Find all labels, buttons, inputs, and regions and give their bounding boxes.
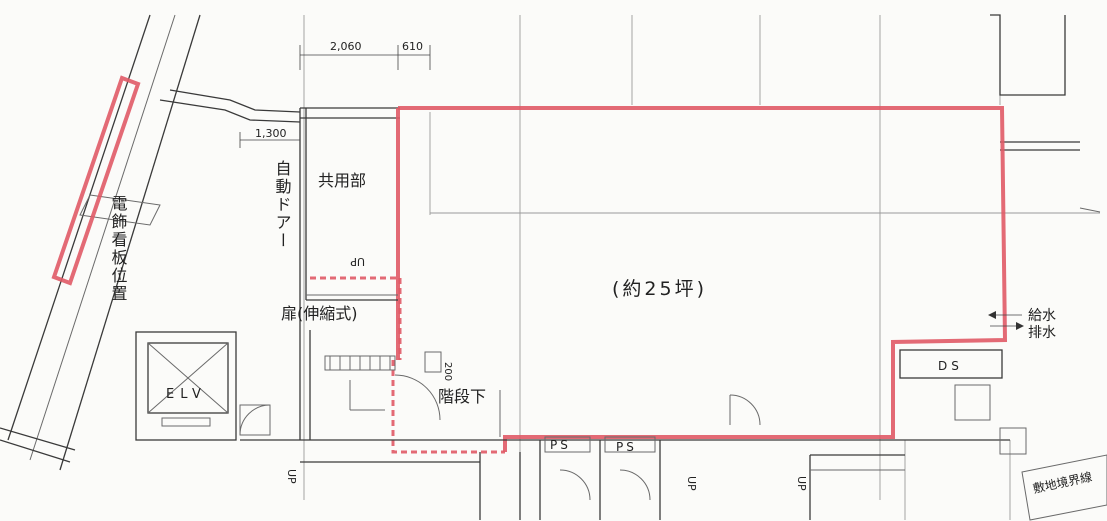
water-arrows: [988, 311, 1024, 330]
dimension-top-b: 610: [402, 40, 423, 53]
ps-label-2: PS: [616, 440, 637, 454]
dimension-lines: [239, 45, 431, 148]
lower-walls: [240, 394, 1010, 520]
sign-box: [79, 194, 161, 226]
dimension-step: 200: [442, 362, 453, 381]
sign-position-label: 電飾看板位置: [109, 195, 128, 303]
dimension-left: 1,300: [255, 127, 287, 140]
grid-lines: [303, 15, 1100, 520]
boundary-box: [1021, 454, 1107, 521]
drainage-label: 排水: [1028, 325, 1056, 341]
ps-label-1: PS: [550, 438, 571, 452]
building-walls-right: [990, 14, 1101, 213]
up-label-bottom-3: UP: [795, 476, 808, 491]
up-label-bottom-2: UP: [685, 476, 698, 491]
ds-label: DS: [938, 359, 963, 373]
boundary-label: 敷地境界線: [1032, 469, 1094, 496]
door-folding-label: 扉(伸縮式): [281, 304, 358, 323]
water-supply-label: 給水: [1028, 308, 1056, 324]
up-label-rotated: UP: [350, 255, 365, 268]
auto-door-label: 自動ドアー: [273, 160, 292, 250]
common-area-dash: [310, 276, 402, 360]
under-stairs-dash: [391, 360, 505, 454]
folding-door: [299, 294, 398, 440]
dimension-top-a: 2,060: [330, 40, 362, 53]
sign-position-marker: [51, 75, 141, 286]
common-area-label: 共用部: [318, 171, 366, 190]
stair-treads: [324, 351, 501, 437]
elevator-shaft: [135, 331, 271, 441]
ds-room: [899, 349, 1027, 455]
tenant-area-outline: [398, 106, 1008, 452]
area-label: (約25坪): [612, 278, 707, 300]
up-label-bottom-1: UP: [285, 469, 298, 484]
under-stairs-label: 階段下: [438, 387, 486, 406]
elevator-label: ELV: [166, 387, 207, 402]
